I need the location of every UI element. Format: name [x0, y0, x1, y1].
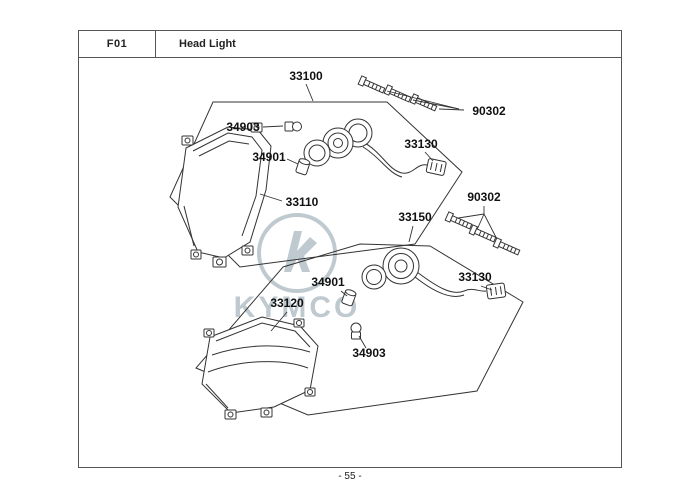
part-labels: 33100 90302 34903 34901 33130 33110 3315… — [226, 69, 506, 360]
lower-assembly — [195, 206, 524, 420]
wire-harness-upper — [362, 141, 428, 178]
headlight-housing-lower — [201, 316, 319, 420]
part-label-90302-lower: 90302 — [467, 190, 501, 204]
section-code: F01 — [79, 31, 156, 57]
bulb-34903-lower — [350, 322, 362, 340]
leader-lines — [259, 83, 493, 349]
screw-set-lower — [444, 206, 521, 256]
part-label-34903-upper: 34903 — [226, 120, 260, 134]
connector-33130-lower — [485, 282, 507, 300]
screw-icon — [409, 93, 438, 112]
part-label-34901-upper: 34901 — [252, 150, 286, 164]
bulb-34903-upper — [284, 121, 302, 132]
page-title: Head Light — [179, 38, 236, 50]
part-label-33150: 33150 — [398, 210, 432, 224]
screw-icon — [383, 84, 412, 103]
screw-icon — [492, 237, 521, 256]
watermark-ring-icon — [257, 213, 337, 293]
part-label-33120: 33120 — [270, 296, 304, 310]
watermark-emblem-icon — [284, 231, 317, 272]
lamp-unit-lower — [361, 247, 420, 290]
part-label-33100: 33100 — [289, 69, 323, 83]
part-label-33110: 33110 — [286, 195, 319, 209]
bulb-rings-upper — [303, 118, 373, 167]
part-label-33130-lower: 33130 — [458, 270, 492, 284]
page-number: - 55 - — [338, 471, 362, 482]
screw-icon — [444, 211, 473, 230]
part-label-33130-upper: 33130 — [404, 137, 438, 151]
screw-icon — [468, 224, 497, 243]
socket-34901-upper — [295, 158, 311, 176]
part-label-34901-lower: 34901 — [311, 275, 345, 289]
upper-assembly-boundary — [169, 101, 463, 268]
page-border: F01 Head Light — [78, 30, 622, 468]
page-header: F01 Head Light — [79, 31, 621, 58]
part-label-34903-lower: 34903 — [352, 346, 386, 360]
headlight-housing-upper — [177, 122, 272, 268]
screw-icon — [357, 75, 386, 94]
part-label-90302-upper: 90302 — [472, 104, 506, 118]
screw-set-upper — [357, 75, 465, 112]
wire-harness-lower — [414, 271, 487, 297]
connector-33130-upper — [425, 158, 447, 176]
upper-assembly — [169, 75, 465, 268]
